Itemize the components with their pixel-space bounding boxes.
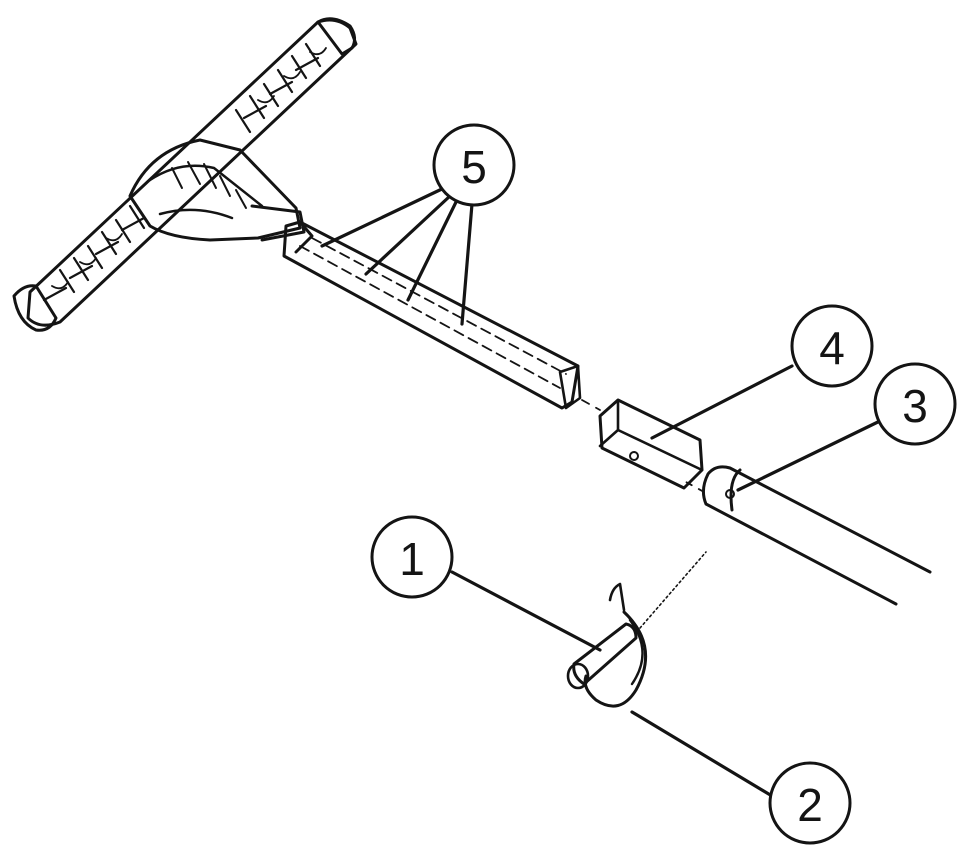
center-line: [581, 399, 601, 411]
callout-3: 3: [873, 362, 957, 446]
callout-2: 2: [768, 761, 852, 845]
callout-3-label: 3: [902, 380, 928, 432]
callout-5: 5: [432, 123, 516, 207]
callout-4-label: 4: [819, 322, 845, 374]
leader-lines: [320, 186, 884, 798]
square-adapter-part-4: [598, 398, 704, 490]
round-receiver-part-3: [685, 465, 932, 606]
square-tube: [282, 220, 582, 410]
callout-1: 1: [370, 515, 454, 599]
handle-yoke: [128, 138, 306, 242]
callout-5-label: 5: [461, 141, 487, 193]
callout-2-label: 2: [797, 779, 823, 831]
hitch-pin-part-1: [566, 551, 707, 690]
t-handle-grip: [12, 17, 358, 332]
callout-1-label: 1: [399, 533, 425, 585]
callout-4: 4: [790, 304, 874, 388]
lynch-clip-part-2: [583, 610, 648, 708]
